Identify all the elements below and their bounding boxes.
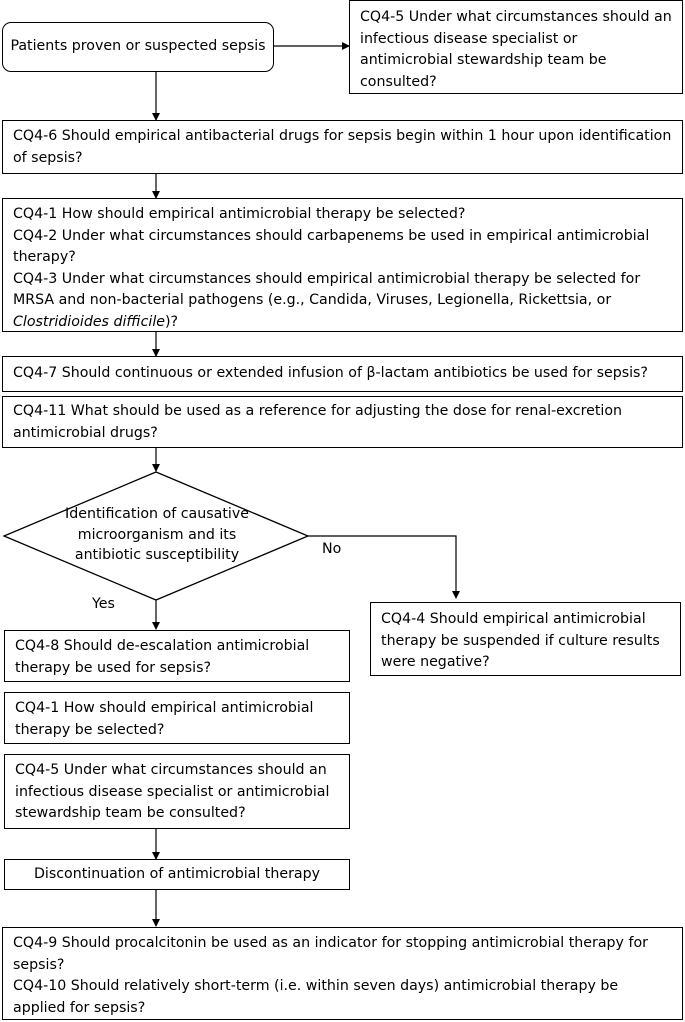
cq4-6-text: CQ4-6 Should empirical antibacterial dru… (13, 128, 672, 166)
cq4-2-text: CQ4-2 Under what circumstances should ca… (13, 227, 650, 266)
cq4-9-text: CQ4-9 Should procalcitonin be used as an… (13, 935, 648, 973)
cq4-6-box: CQ4-6 Should empirical antibacterial dru… (2, 120, 683, 174)
cq4-11-box: CQ4-11 What should be used as a referenc… (2, 396, 683, 448)
start-box: Patients proven or suspected sepsis (2, 22, 274, 72)
decision-text: Identification of causative microorganis… (65, 506, 249, 563)
cq4-10-text: CQ4-10 Should relatively short-term (i.e… (13, 978, 619, 1016)
discontinuation-text: Discontinuation of antimicrobial therapy (33, 865, 321, 882)
arrow-no-branch (308, 535, 460, 599)
cq4-5-top-text: CQ4-5 Under what circumstances should an… (360, 9, 672, 90)
clostridioides-text: Clostridioides difficile (13, 313, 166, 330)
cq4-8-text: CQ4-8 Should de-escalation antimicrobial… (15, 638, 310, 676)
cq4-4-box: CQ4-4 Should empirical antimicrobial the… (370, 602, 681, 676)
cq4-8-box: CQ4-8 Should de-escalation antimicrobial… (4, 630, 350, 682)
cq4-4-text: CQ4-4 Should empirical antimicrobial the… (381, 611, 660, 670)
cq4-11-text: CQ4-11 What should be used as a referenc… (13, 403, 623, 441)
cq4-5-top-box: CQ4-5 Under what circumstances should an… (349, 0, 683, 94)
decision-diamond (2, 471, 310, 601)
cq4-1-text: CQ4-1 How should empirical antimicrobial… (13, 206, 466, 222)
cq4-3-text: CQ4-3 Under what circumstances should em… (13, 270, 641, 330)
cq4-1-repeat-text: CQ4-1 How should empirical antimicrobial… (15, 700, 314, 738)
cq4-1-repeat-box: CQ4-1 How should empirical antimicrobial… (4, 692, 350, 744)
cq4-1-2-3-box: CQ4-1 How should empirical antimicrobial… (2, 198, 683, 332)
discontinuation-box: Discontinuation of antimicrobial therapy (4, 859, 350, 890)
yes-label: Yes (92, 596, 115, 612)
cq4-5-repeat-text: CQ4-5 Under what circumstances should an… (15, 762, 330, 821)
cq4-7-box: CQ4-7 Should continuous or extended infu… (2, 356, 683, 392)
no-label: No (322, 541, 342, 557)
cq4-9-10-box: CQ4-9 Should procalcitonin be used as an… (2, 927, 683, 1020)
cq4-5-repeat-box: CQ4-5 Under what circumstances should an… (4, 754, 350, 829)
start-text: Patients proven or suspected sepsis (10, 38, 266, 55)
cq4-7-text: CQ4-7 Should continuous or extended infu… (13, 365, 648, 381)
